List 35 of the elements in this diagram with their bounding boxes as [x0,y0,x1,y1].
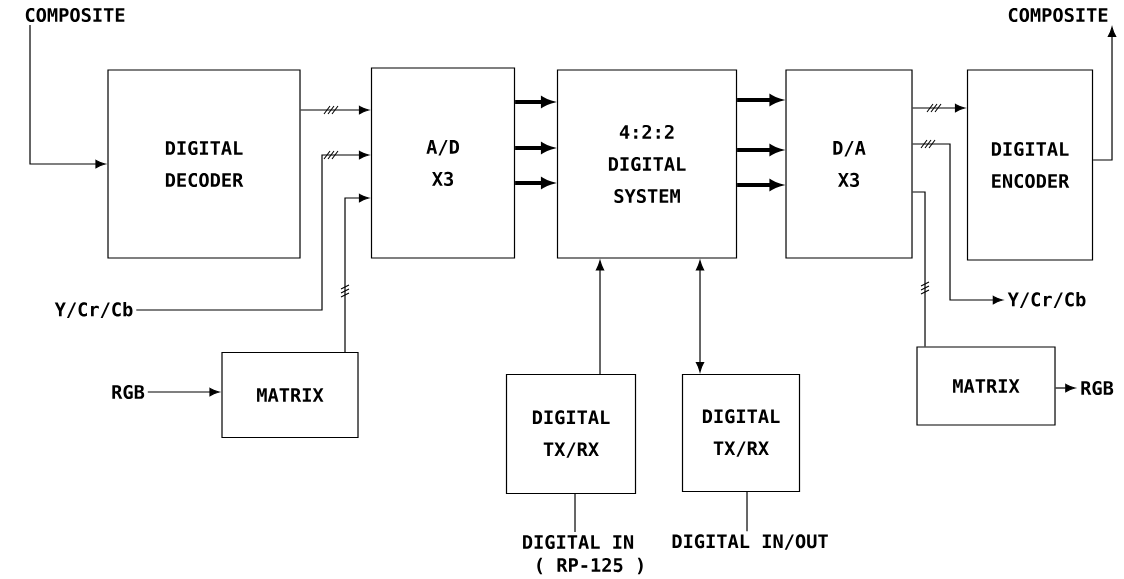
arrow [737,94,782,106]
double-arrow [695,260,705,373]
arrow [912,103,966,113]
arrow [737,144,782,156]
block-box: 4:2:2 DIGITAL SYSTEM [556,69,738,259]
signal-label: Y/Cr/Cb [54,302,133,318]
note-text: ( RP-125 ) [537,557,643,575]
signal-label: COMPOSITE [25,7,125,23]
arrow [300,105,370,115]
signal-label: COMPOSITE [1008,7,1108,23]
signal-label: RGB [1081,380,1114,396]
connector-line [746,491,748,532]
arrow [135,150,370,311]
arrow [344,193,370,353]
arrow [29,24,106,169]
connector-line [912,191,926,347]
block-box: D/A X3 [785,69,913,259]
arrow [1092,26,1117,161]
arrow [1055,383,1076,393]
connector-line [574,493,576,533]
signal-label: DIGITAL IN/OUT [672,534,828,550]
block-box: DIGITAL TX/RX [681,373,801,493]
block-box: DIGITAL DECODER [107,69,301,259]
arrow [737,179,782,191]
signal-label: Y/Cr/Cb [1007,292,1086,308]
signal-label: DIGITAL IN [523,534,634,550]
signal-label: RGB [112,384,145,400]
arrow [595,260,605,375]
arrow [147,387,220,397]
block-box: MATRIX [221,351,359,439]
block-box: DIGITAL TX/RX [505,373,637,495]
block-box: DIGITAL ENCODER [966,69,1094,261]
block-box: A/D X3 [370,67,516,259]
arrow [912,143,1003,305]
block-box: MATRIX [916,346,1056,426]
